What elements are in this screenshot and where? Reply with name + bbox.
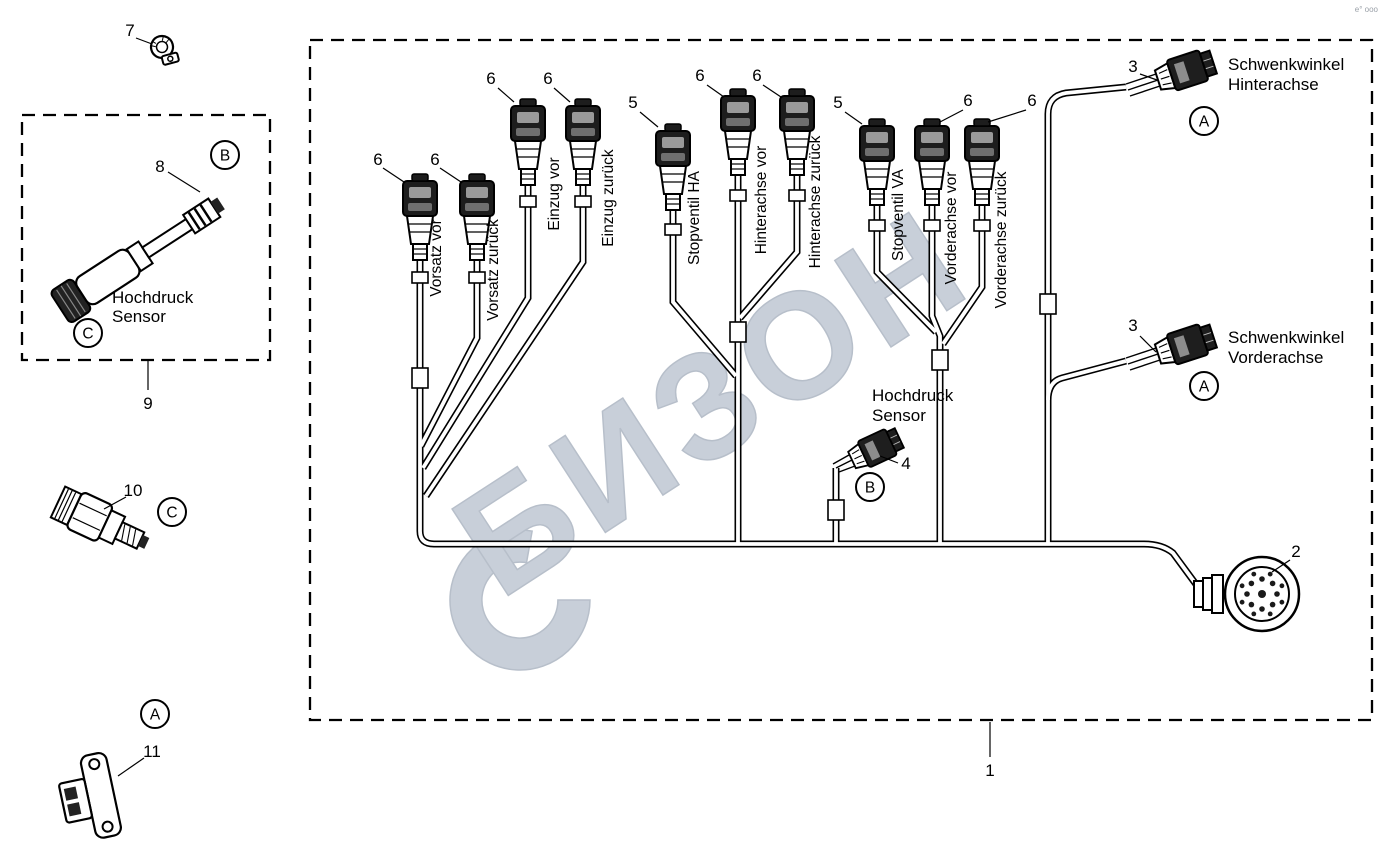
round-connector — [1193, 555, 1301, 633]
svg-text:A: A — [1199, 114, 1210, 131]
pressure-switch-part — [49, 485, 150, 550]
callout-10: 10 — [124, 481, 143, 500]
callout-6d: 6 — [543, 69, 552, 88]
svg-text:B: B — [865, 480, 875, 497]
svg-text:A: A — [150, 707, 161, 724]
callout-6b: 6 — [430, 150, 439, 169]
plug-einzug-zurueck — [565, 98, 601, 186]
letter-badge-c-switch: C — [157, 497, 187, 527]
wire-function-labels: Vorsatz vor Vorsatz zurück Einzug vor Ei… — [428, 135, 1010, 320]
wire-label-stopventil-ha: Stopventil HA — [686, 170, 703, 265]
wire-bands — [411, 189, 1057, 521]
letter-badge-c-detail: C — [73, 318, 103, 348]
label-schwenkwinkel-vorderachse-2: Vorderachse — [1228, 348, 1323, 367]
callout-8: 8 — [155, 157, 164, 176]
svg-text:B: B — [220, 148, 230, 165]
callout-6a: 6 — [373, 150, 382, 169]
plug-hinterachse-vor — [720, 88, 756, 176]
wire-label-einzug-zurueck: Einzug zurück — [600, 149, 617, 247]
plug-einzug-vor — [510, 98, 546, 186]
callout-3b: 3 — [1128, 316, 1137, 335]
letter-badge-b-hochdruck: B — [855, 472, 885, 502]
label-hochdruck-sensor-detail-1: Hochdruck — [112, 288, 194, 307]
wire-label-vorsatz-zurueck: Vorsatz zurück — [485, 219, 502, 321]
text-labels: Schwenkwinkel Hinterachse Schwenkwinkel … — [112, 55, 1344, 425]
callout-5a: 5 — [628, 93, 637, 112]
flange-connector-part — [58, 751, 122, 839]
letter-badge-a-flange: A — [140, 699, 170, 729]
schwenkwinkel-hinterachse-connector — [1152, 45, 1220, 97]
wire-label-hinterachse-zurueck: Hinterachse zurück — [807, 135, 824, 268]
schwenkwinkel-vorderachse-connector — [1152, 319, 1220, 371]
svg-text:C: C — [166, 505, 177, 522]
label-schwenkwinkel-hinterachse-1: Schwenkwinkel — [1228, 55, 1344, 74]
wire-label-vorderachse-vor: Vorderachse vor — [943, 172, 960, 285]
corner-mark: е° ооо — [1355, 5, 1379, 14]
callout-6c: 6 — [486, 69, 495, 88]
label-hochdruck-sensor-main-2: Sensor — [872, 406, 926, 425]
fan-wires — [832, 73, 1161, 473]
callout-11: 11 — [143, 742, 161, 761]
wire-label-vorderachse-zurueck: Vorderachse zurück — [993, 171, 1010, 308]
letter-badges: B C C A A A B — [73, 106, 1219, 729]
letter-badge-b-detail: B — [210, 140, 240, 170]
hochdruck-sensor-connector — [845, 423, 907, 474]
callout-4: 4 — [901, 454, 910, 473]
letter-badge-a-vorderachse: A — [1189, 371, 1219, 401]
callout-6e: 6 — [695, 66, 704, 85]
callout-7: 7 — [125, 21, 134, 40]
callout-1: 1 — [985, 761, 994, 780]
watermark-logo-swoosh — [449, 529, 591, 671]
sensor-detail-box — [20, 113, 272, 362]
leader-lines — [103, 37, 1291, 777]
callout-2: 2 — [1291, 542, 1300, 561]
callout-5b: 5 — [833, 93, 842, 112]
callout-6g: 6 — [963, 91, 972, 110]
callout-6h: 6 — [1027, 91, 1036, 110]
callout-3a: 3 — [1128, 57, 1137, 76]
label-schwenkwinkel-vorderachse-1: Schwenkwinkel — [1228, 328, 1344, 347]
clamp-part — [149, 34, 180, 66]
svg-text:C: C — [82, 326, 93, 343]
hochdruck-sensor-part — [50, 197, 225, 324]
svg-text:A: A — [1199, 379, 1210, 396]
label-hochdruck-sensor-detail-2: Sensor — [112, 307, 166, 326]
letter-badge-a-hinterachse: A — [1189, 106, 1219, 136]
wire-label-einzug-vor: Einzug vor — [546, 157, 563, 230]
callout-9: 9 — [143, 394, 152, 413]
label-schwenkwinkel-hinterachse-2: Hinterachse — [1228, 75, 1319, 94]
wire-label-vorsatz-vor: Vorsatz vor — [428, 219, 445, 297]
harness-boundary-box — [308, 38, 1374, 722]
label-hochdruck-sensor-main-1: Hochdruck — [872, 386, 954, 405]
wire-label-hinterachse-vor: Hinterachse vor — [753, 146, 770, 255]
plug-stopventil-ha — [655, 123, 691, 211]
part-number-callouts: 1 2 3 3 4 5 5 6 6 6 6 6 6 6 6 7 8 9 10 1… — [124, 21, 1301, 780]
watermark: БИЗОН — [425, 174, 998, 671]
wire-label-stopventil-va: Stopventil VA — [890, 168, 907, 261]
callout-6f: 6 — [752, 66, 761, 85]
